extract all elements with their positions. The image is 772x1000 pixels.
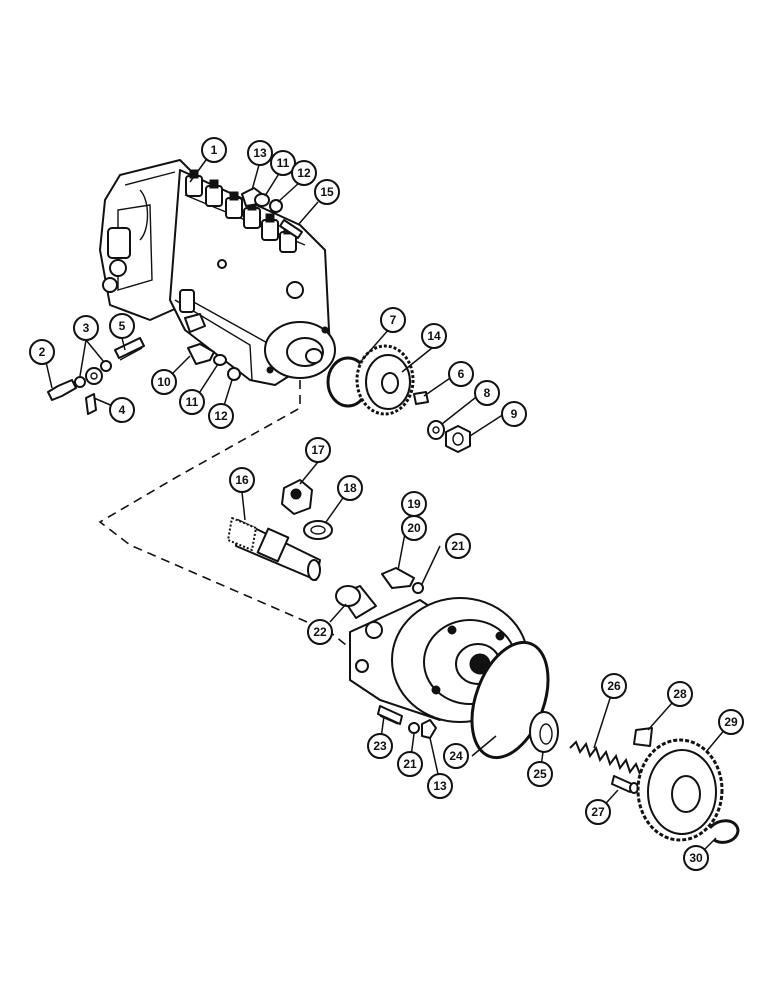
svg-text:4: 4 <box>119 403 126 417</box>
stud-washer-nut-lower <box>377 705 437 739</box>
svg-text:15: 15 <box>320 185 334 199</box>
svg-text:12: 12 <box>297 166 311 180</box>
callout-6: 6 <box>448 361 474 387</box>
callout-14: 14 <box>421 323 447 349</box>
svg-text:29: 29 <box>724 715 738 729</box>
svg-text:11: 11 <box>186 395 199 409</box>
svg-text:12: 12 <box>214 409 228 423</box>
svg-text:30: 30 <box>689 851 703 865</box>
drive-gear-14 <box>355 344 415 416</box>
svg-text:25: 25 <box>533 767 547 781</box>
svg-text:23: 23 <box>373 739 387 753</box>
callout-16: 16 <box>229 467 255 493</box>
svg-text:6: 6 <box>458 367 465 381</box>
callout-23: 23 <box>367 733 393 759</box>
svg-text:19: 19 <box>407 497 421 511</box>
callout-24: 24 <box>443 743 469 769</box>
callout-18: 18 <box>337 475 363 501</box>
snap-ring-30 <box>708 819 740 844</box>
timing-gear-29 <box>636 738 724 842</box>
callout-15: 15 <box>314 179 340 205</box>
key-washer-nut <box>413 391 471 453</box>
svg-text:18: 18 <box>343 481 357 495</box>
plug-washer <box>281 479 333 540</box>
callout-13-lower: 13 <box>427 773 453 799</box>
banjo-fitting-parts <box>47 337 145 415</box>
callout-20: 20 <box>401 515 427 541</box>
svg-text:8: 8 <box>484 386 491 400</box>
bolt-washer-19-20-21 <box>381 567 424 594</box>
svg-text:16: 16 <box>235 473 249 487</box>
callout-29: 29 <box>718 709 744 735</box>
callout-13-upper: 13 <box>247 140 273 166</box>
callout-4: 4 <box>109 397 135 423</box>
callout-21-upper: 21 <box>445 533 471 559</box>
svg-text:21: 21 <box>451 539 465 553</box>
spring-26 <box>569 740 641 775</box>
callout-25: 25 <box>527 761 553 787</box>
svg-text:1: 1 <box>211 143 218 157</box>
callout-30: 30 <box>683 845 709 871</box>
callout-8: 8 <box>474 380 500 406</box>
callout-28: 28 <box>667 681 693 707</box>
svg-text:27: 27 <box>591 805 605 819</box>
svg-text:21: 21 <box>403 757 417 771</box>
drive-shaft-16 <box>227 517 321 581</box>
callout-17: 17 <box>305 437 331 463</box>
callout-11-lower: 11 <box>179 389 205 415</box>
svg-text:22: 22 <box>313 625 327 639</box>
bushing-22 <box>335 585 377 619</box>
callout-22: 22 <box>307 619 333 645</box>
callout-7: 7 <box>380 307 406 333</box>
svg-text:24: 24 <box>449 749 463 763</box>
callout-9: 9 <box>501 401 527 427</box>
bolt-washers-lower <box>187 343 241 381</box>
callout-12-upper: 12 <box>291 160 317 186</box>
svg-text:28: 28 <box>673 687 687 701</box>
svg-text:2: 2 <box>39 345 46 359</box>
svg-text:20: 20 <box>407 521 421 535</box>
callout-26: 26 <box>601 673 627 699</box>
leader-lines <box>45 159 732 859</box>
svg-text:13: 13 <box>253 146 267 160</box>
thrust-washer-25 <box>529 711 559 753</box>
svg-text:11: 11 <box>277 156 290 170</box>
svg-text:26: 26 <box>607 679 621 693</box>
callout-12-lower: 12 <box>208 403 234 429</box>
callout-10: 10 <box>151 369 177 395</box>
svg-text:5: 5 <box>119 319 126 333</box>
callout-2: 2 <box>29 339 55 365</box>
key-28 <box>633 727 653 747</box>
callout-21-lower: 21 <box>397 751 423 777</box>
svg-text:17: 17 <box>311 443 325 457</box>
callout-1: 1 <box>201 137 227 163</box>
svg-text:3: 3 <box>83 321 90 335</box>
callout-3: 3 <box>73 315 99 341</box>
callout-27: 27 <box>585 799 611 825</box>
callout-19: 19 <box>401 491 427 517</box>
svg-text:10: 10 <box>157 375 171 389</box>
callout-11-upper: 11 <box>270 150 296 176</box>
svg-text:14: 14 <box>427 329 441 343</box>
svg-text:9: 9 <box>511 407 518 421</box>
pin-27 <box>611 775 639 794</box>
svg-text:7: 7 <box>390 313 397 327</box>
callout-5: 5 <box>109 313 135 339</box>
svg-text:13: 13 <box>433 779 447 793</box>
